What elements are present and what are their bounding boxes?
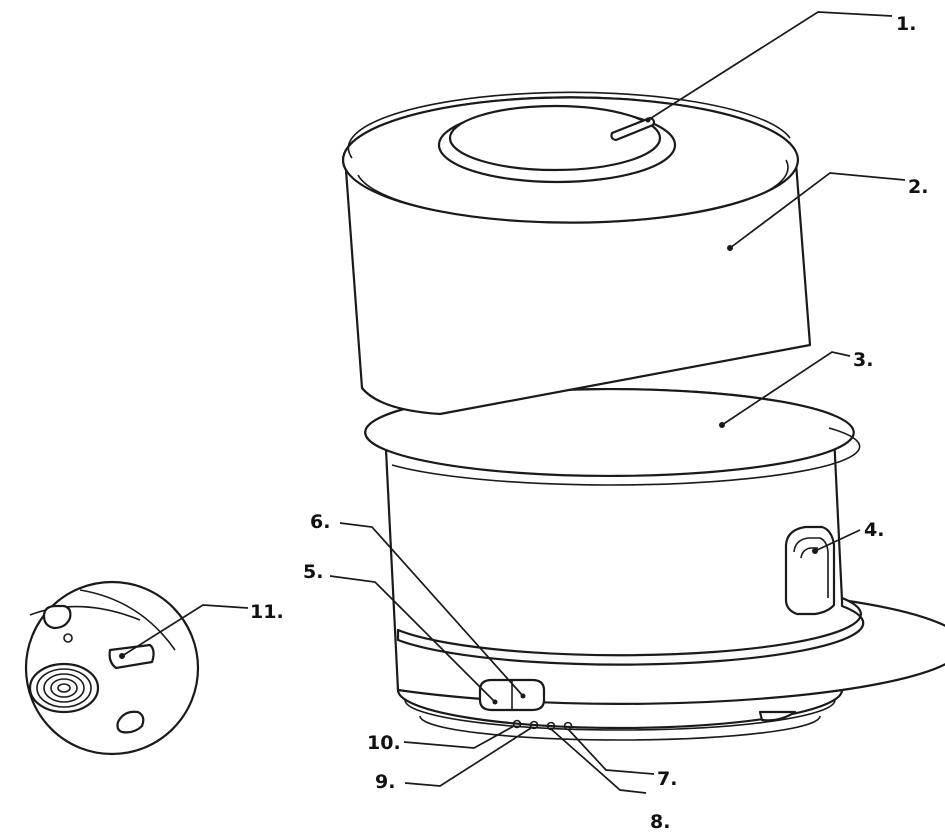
leader-11 — [121, 604, 249, 657]
callout-label-4: 4. — [864, 519, 884, 541]
leader-7 — [567, 728, 655, 775]
callout-label-7: 7. — [657, 768, 677, 790]
leader-9 — [404, 727, 532, 787]
callout-label-6: 6. — [310, 511, 330, 533]
leader-5 — [329, 575, 496, 703]
callout-labels: 1. 2. 3. 4. 5. 6. 7. 8. 9. 10. 11. — [250, 13, 928, 833]
lower-body — [364, 387, 945, 705]
callout-label-2: 2. — [908, 176, 928, 198]
control-panel — [478, 678, 546, 712]
leader-1 — [647, 11, 893, 121]
callout-label-9: 9. — [375, 771, 395, 793]
callout-label-5: 5. — [303, 561, 323, 583]
indicator-lights — [512, 719, 573, 731]
callout-label-10: 10. — [367, 732, 401, 754]
leader-lines — [121, 11, 906, 794]
callout-label-3: 3. — [853, 349, 873, 371]
leader-3 — [721, 351, 851, 426]
leader-4 — [814, 529, 861, 552]
leader-2 — [729, 172, 906, 249]
top-cap — [437, 104, 677, 184]
leader-6 — [339, 522, 524, 697]
callout-label-8: 8. — [650, 811, 670, 833]
handle — [784, 525, 836, 616]
callout-label-11: 11. — [250, 601, 284, 623]
bottom-detail-inset — [24, 580, 200, 756]
leader-8 — [550, 728, 647, 794]
callout-label-1: 1. — [896, 13, 916, 35]
leader-10 — [403, 725, 515, 749]
